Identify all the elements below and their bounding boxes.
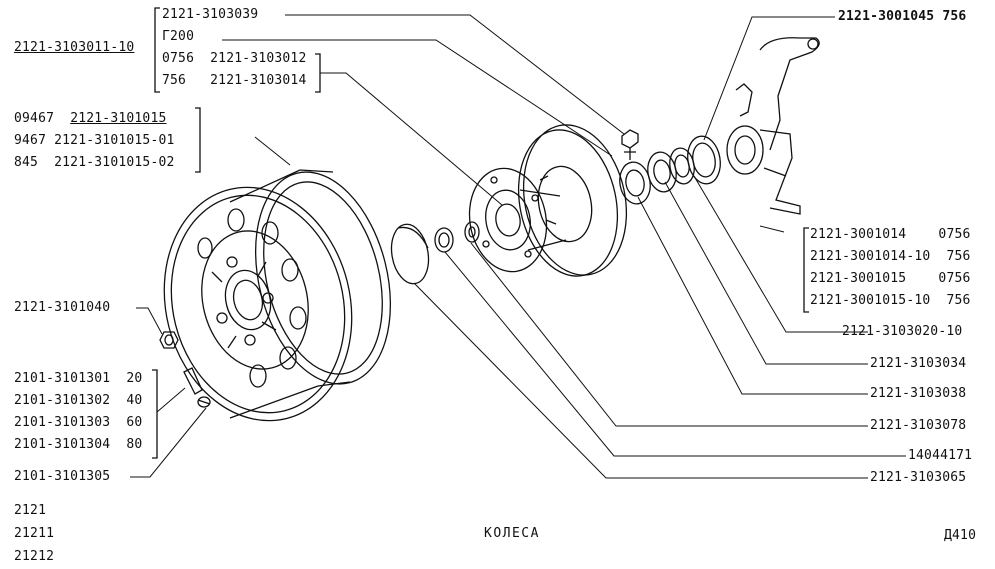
kit-item: 2121-3103039 [162,7,259,22]
page-title: КОЛЕСА [484,526,540,541]
kit-list: 2121-3103039 Г200 0756 2121-3103012 756 … [162,4,306,92]
wheel-item: 9467 2121-3101015-01 [14,133,175,148]
washer [464,221,480,243]
valve-item: 2101-3101303 60 [14,415,143,430]
bracket-wheel [195,107,201,173]
valve-item: 2101-3101304 80 [14,437,143,452]
knuckle-item: 2121-3001014-10 756 [810,249,971,264]
right-label: 2121-3103078 [870,418,967,433]
wheel-nut [159,331,179,349]
bracket-valve [152,369,158,459]
page-code: Д410 [944,528,977,543]
knuckle-item: 2121-3001015-10 756 [810,293,971,308]
bearing-inner [669,147,695,185]
wheel-hub [468,167,567,273]
valve-item: 2101-3101301 20 [14,371,143,386]
valve-list: 2101-3101301 20 2101-3101302 40 2101-310… [14,368,142,456]
knuckle-item: 2121-3001015 0756 [810,271,971,286]
model-code: 21211 [14,526,55,541]
right-label: 2121-3103038 [870,386,967,401]
label-kit-main: 2121-3103011-10 [14,40,135,55]
knuckle-item: 2121-3001014 0756 [810,227,971,242]
bracket-kit [154,7,160,93]
oil-seal [687,135,721,185]
wheel-item: 09467 [14,111,71,126]
right-label: 2121-3103020-10 [842,324,963,339]
label-knuckle: 2121-3001045 756 [838,9,967,24]
steering-knuckle [726,37,820,215]
wheel-rim [163,169,392,422]
tire-valve [183,367,211,408]
right-label: 2121-3103034 [870,356,967,371]
wheel-item: 2121-3101015 [70,111,167,126]
right-label: 14044171 [908,448,973,463]
disc-bolt [621,129,639,160]
knuckle-list: 2121-3001014 0756 2121-3001014-10 756 21… [810,224,971,312]
wheel-item: 845 2121-3101015-02 [14,155,175,170]
bracket-kit-sub [315,53,321,93]
model-code: 2121 [14,503,47,518]
kit-item: 0756 2121-3103012 [162,51,307,66]
label-nut: 2121-3101040 [14,300,111,315]
wheel-list: 09467 2121-3101015 9467 2121-3101015-01 … [14,108,175,174]
valve-item: 2101-3101302 40 [14,393,143,408]
hub-nut [434,227,454,253]
model-code: 21212 [14,549,55,564]
hub-cap [390,223,430,285]
right-label: 2121-3103065 [870,470,967,485]
bracket-knuckle [803,227,809,313]
label-valve-cap: 2101-3101305 [14,469,111,484]
leader-lines [130,14,906,479]
kit-item: 756 2121-3103014 [162,73,307,88]
brake-disc [517,124,628,277]
kit-item: Г200 [162,29,195,44]
